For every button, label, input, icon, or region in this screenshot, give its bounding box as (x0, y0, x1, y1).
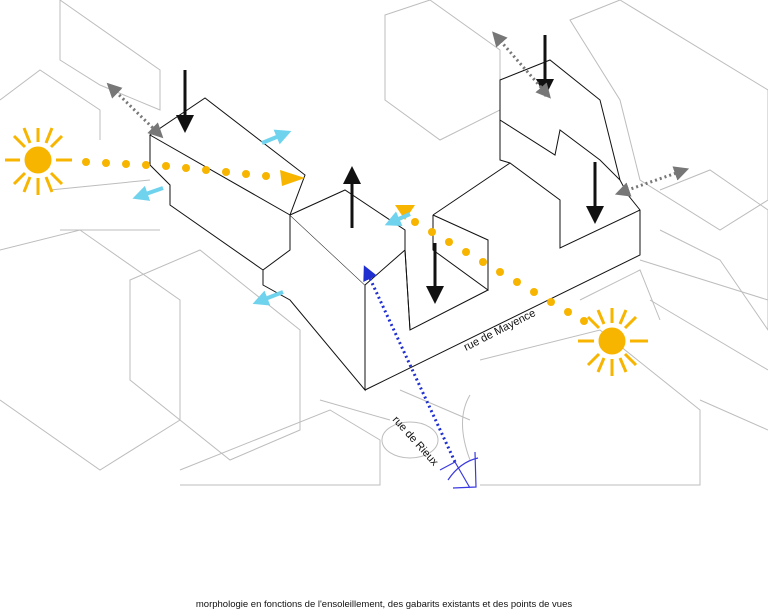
eye-viewpoint-icon (439, 451, 479, 489)
cyan-arrow-icon (384, 211, 411, 227)
double-arrow-icon (614, 166, 690, 197)
ventilation-arrows (132, 129, 411, 306)
sun-path-west (82, 158, 305, 186)
cyan-arrow-icon (252, 290, 284, 306)
sun-icon-west (5, 127, 72, 195)
sun-icon-east (578, 308, 648, 376)
sun-path-east (395, 205, 588, 325)
project-building (149, 59, 641, 392)
cyan-arrow-icon (261, 129, 292, 145)
existing-gabarit-arrows (106, 31, 690, 197)
double-arrow-icon (106, 82, 164, 139)
diagram-caption: morphologie en fonctions de l'ensoleille… (195, 599, 573, 610)
cyan-arrow-icon (132, 185, 164, 201)
